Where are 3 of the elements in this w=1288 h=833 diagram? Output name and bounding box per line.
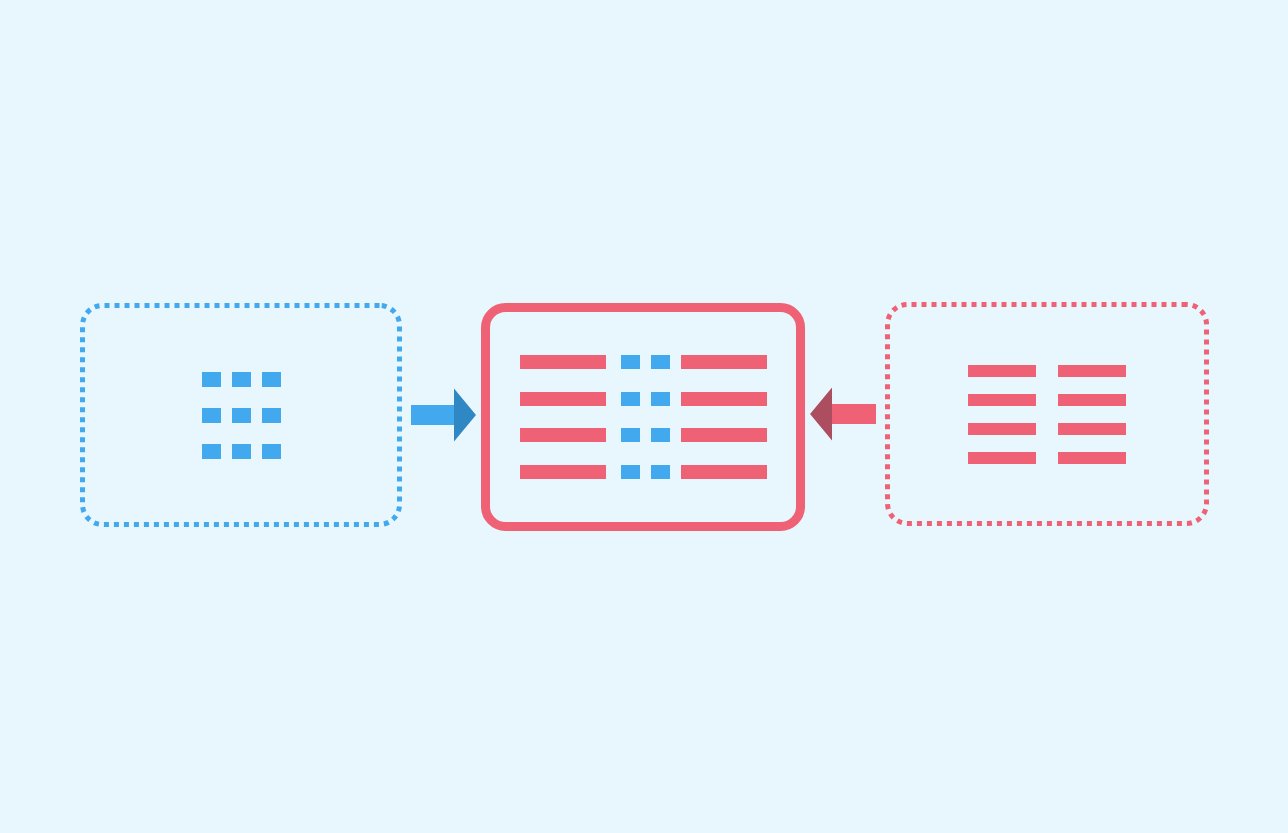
dotted-frame <box>885 302 1209 526</box>
frame <box>481 303 805 531</box>
dotted-frame <box>80 303 402 527</box>
